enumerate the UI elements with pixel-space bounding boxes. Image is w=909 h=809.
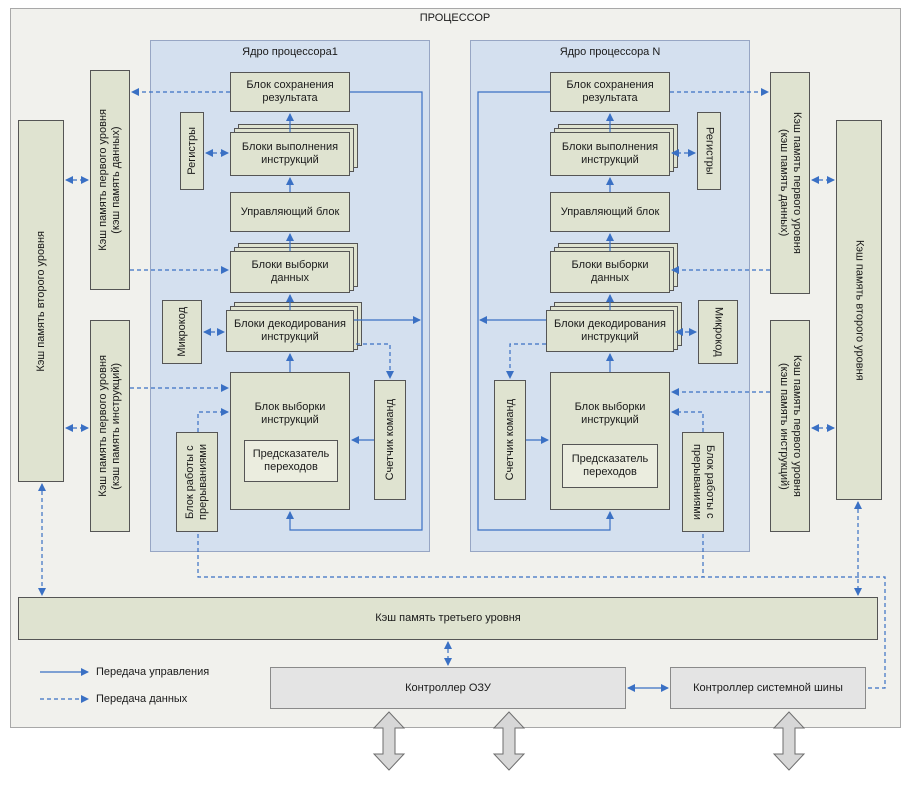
l1-instr-cache-right: Кэш память первого уровня (кэш память ин… — [770, 320, 810, 532]
core-n-microcode-label: Микрокод — [712, 307, 725, 357]
cn-interrupt-to-fetch — [671, 408, 704, 432]
core-n-registers-block: Регистры — [697, 112, 721, 190]
core-n-interrupt-unit-label: Блок работы с прерываниями — [691, 444, 716, 520]
core-1-branch-predictor-block: Предсказатель переходов — [244, 440, 338, 482]
l2-cache-left: Кэш память второго уровня — [18, 120, 64, 482]
l1-instr-cache-left: Кэш память первого уровня (кэш память ин… — [90, 320, 130, 532]
l2-cache-right-label: Кэш память второго уровня — [853, 239, 866, 381]
l3-cache: Кэш память третьего уровня — [18, 597, 878, 640]
legend-control-label: Передача управления — [96, 666, 210, 678]
core-n-microcode-block: Микрокод — [698, 300, 738, 364]
system-bus-controller: Контроллер системной шины — [670, 667, 866, 709]
core-n-registers-label: Регистры — [703, 127, 716, 175]
c1-interrupt-to-fetch — [197, 408, 229, 432]
core-1-program-counter-block: Счетчик команд — [374, 380, 406, 500]
core-1-exec-units-block: Блоки выполнения инструкций — [230, 132, 350, 176]
c1-result-feedback — [286, 91, 423, 531]
l2-cache-right: Кэш память второго уровня — [836, 120, 882, 500]
core-1-decode-units-block: Блоки декодирования инструкций — [226, 310, 354, 352]
cn-result-feedback — [477, 91, 614, 531]
core-n-exec-units-block: Блоки выполнения инструкций — [550, 132, 670, 176]
core-1-data-fetch-block: Блоки выборки данных — [230, 251, 350, 293]
external-arrow-ram-2 — [492, 711, 526, 771]
core-1-registers-block: Регистры — [180, 112, 204, 190]
interrupt-bus — [197, 534, 886, 689]
cn-decode-to-counter — [506, 343, 546, 379]
l1-data-cache-right-label: Кэш память первого уровня (кэш память да… — [778, 112, 803, 254]
core-1-result-save-block: Блок сохранения результата — [230, 72, 350, 112]
core-n-program-counter-block: Счетчик команд — [494, 380, 526, 500]
core-1-control-unit-block: Управляющий блок — [230, 192, 350, 232]
legend-data-label: Передача данных — [96, 693, 188, 705]
core-n-branch-predictor-block: Предсказатель переходов — [562, 444, 658, 488]
c1-decode-to-counter — [356, 343, 394, 379]
core-n-result-save-block: Блок сохранения результата — [550, 72, 670, 112]
external-arrow-ram-1 — [372, 711, 406, 771]
core-1-interrupt-unit-block: Блок работы с прерываниями — [176, 432, 218, 532]
core-n-title: Ядро процессора N — [559, 46, 661, 58]
core-n-data-fetch-block: Блоки выборки данных — [550, 251, 670, 293]
core-1-microcode-block: Микрокод — [162, 300, 202, 364]
core-n-decode-units-block: Блоки декодирования инструкций — [546, 310, 674, 352]
processor-title: ПРОЦЕССОР — [419, 12, 491, 24]
ram-controller: Контроллер ОЗУ — [270, 667, 626, 709]
external-arrow-bus — [772, 711, 806, 771]
core-1-instr-fetch-label: Блок выборки инструкций — [254, 401, 326, 426]
l1-instr-cache-right-label: Кэш память первого уровня (кэш память ин… — [778, 355, 803, 497]
core-1-title: Ядро процессора1 — [242, 46, 338, 58]
l1-data-cache-right: Кэш память первого уровня (кэш память да… — [770, 72, 810, 294]
core-n-instr-fetch-label: Блок выборки инструкций — [574, 401, 646, 426]
core-n-control-unit-block: Управляющий блок — [550, 192, 670, 232]
core-n-interrupt-unit-block: Блок работы с прерываниями — [682, 432, 724, 532]
l1-data-cache-left: Кэш память первого уровня (кэш память да… — [90, 70, 130, 290]
